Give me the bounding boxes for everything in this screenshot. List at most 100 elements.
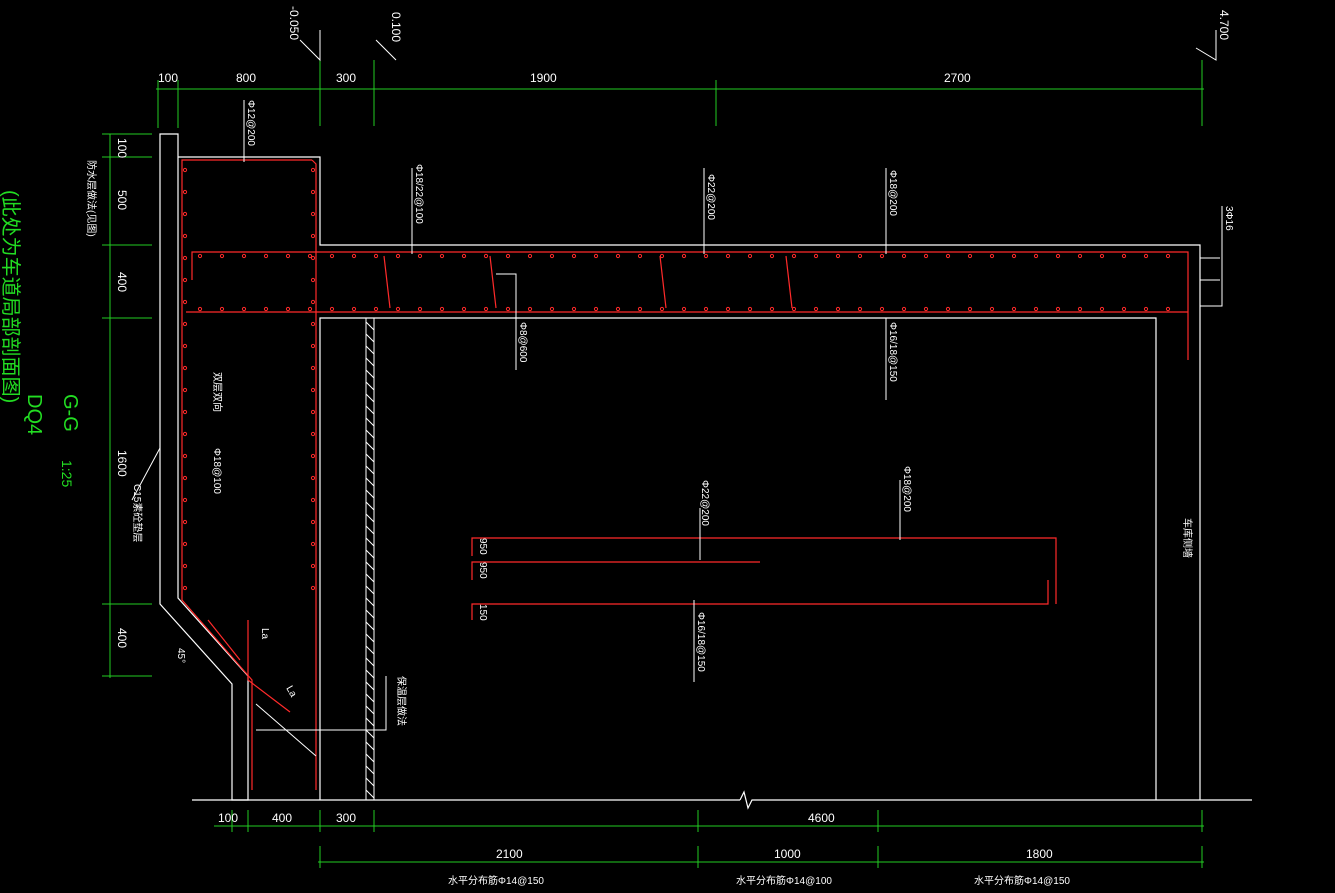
bot-note-3: 水平分布筋Φ14@150 [974,874,1070,887]
rebar-dot [263,306,269,312]
rebar-dot [182,387,188,393]
rebar-dot [310,321,316,327]
lbl-lower-bot: Φ16/18@150 [695,612,706,672]
rebar-dot [197,253,203,259]
dimension-lines [102,60,1204,868]
bot2-dim-1: 2100 [496,847,523,861]
slab-soffit [319,317,1157,800]
bot2-dim-3: 1800 [1026,847,1053,861]
rebar-dot [1055,306,1061,312]
rebar-dot [835,253,841,259]
left-dim-5: 400 [115,628,129,648]
rebar-dot [989,306,995,312]
lbl-slab-left: Φ18/22@100 [413,164,424,224]
lbl-angle: 45° [175,648,186,663]
rebar-dot [461,306,467,312]
rebar-dot [182,453,188,459]
rebar-dot [659,306,665,312]
rebar-dot [1165,253,1171,259]
rebar-dot [219,253,225,259]
rebar-dot [373,306,379,312]
rebar-dot [483,253,489,259]
rebar-dot [923,306,929,312]
rebar-dot [659,253,665,259]
rebar-dot [1011,306,1017,312]
rebar [181,159,1189,790]
rebar-dot [241,306,247,312]
rebar-dot [615,306,621,312]
rebar-dot [505,253,511,259]
rebar-dot [461,253,467,259]
rebar-dot [307,253,313,259]
lbl-lower-top-a: Φ22@200 [699,480,710,526]
rebar-dot [373,253,379,259]
elev-2: 0.100 [389,12,403,42]
rebar-dot [310,475,316,481]
top-dim-2: 800 [236,71,256,85]
rebar-dot [182,167,188,173]
inner-wall-slab [178,156,1201,800]
rebar-dot [813,306,819,312]
lower-bar-1 [471,537,1057,604]
rebar-dot [219,306,225,312]
rebar-dot [813,253,819,259]
bot-note-1: 水平分布筋Φ14@150 [448,874,544,887]
rebar-dot [310,431,316,437]
rebar-dot [182,519,188,525]
left-dim-4: 1600 [115,450,129,477]
labels: -0.050 0.100 4.700 100 800 300 1900 2700… [0,6,1234,887]
rebar-dot [1143,306,1149,312]
rebar-dot [182,321,188,327]
rebar-dot [197,306,203,312]
rebar-dot [285,306,291,312]
rebar-dot [615,253,621,259]
lbl-s2: 950 [477,562,488,579]
rebar-dot [527,306,533,312]
lbl-right-wall: 车库侧墙 [1181,518,1194,558]
rebar-dot [310,541,316,547]
rebar-dot [182,211,188,217]
lbl-wall-top: Φ12@200 [245,100,256,146]
lower-bar-2 [471,561,760,580]
elev-1: -0.050 [287,6,301,40]
rebar-dot [967,253,973,259]
rebar-dot [549,306,555,312]
rebar-dot [571,306,577,312]
rebar-dot [439,306,445,312]
rebar-dot [967,306,973,312]
lbl-wall-left-note: 防水层做法(见图) [85,160,98,237]
rebar-dot [681,253,687,259]
rebar-dot [182,189,188,195]
lbl-insulation: 保温层做法 [395,676,408,726]
rebar-dot [310,211,316,217]
rebar-dot [310,365,316,371]
rebar-dot [1165,306,1171,312]
rebar-dot [857,253,863,259]
rebar-dot [310,409,316,415]
rebar-dot [1033,253,1039,259]
rebar-dot [681,306,687,312]
rebar-dot [182,475,188,481]
lbl-slab-mid: Φ22@200 [705,174,716,220]
rebar-dot [703,253,709,259]
rebar-dot [307,306,313,312]
rebar-dot [310,255,316,261]
rebar-dot [1099,306,1105,312]
rebar-dot [901,253,907,259]
rebar-dot [182,409,188,415]
rebar-dot [747,253,753,259]
bot-dim-3: 300 [336,811,356,825]
rebar-dot [182,585,188,591]
rebar-dot [310,299,316,305]
rebar-dot [835,306,841,312]
rebar-dot [182,277,188,283]
rebar-dot [879,253,885,259]
rebar-dot [637,306,643,312]
lbl-edge: 3Φ16 [1223,206,1234,231]
rebar-dot [1099,253,1105,259]
rebar-dot [310,497,316,503]
section-title: G-G [59,394,81,432]
rebar-dot [310,519,316,525]
rebar-dot [417,253,423,259]
